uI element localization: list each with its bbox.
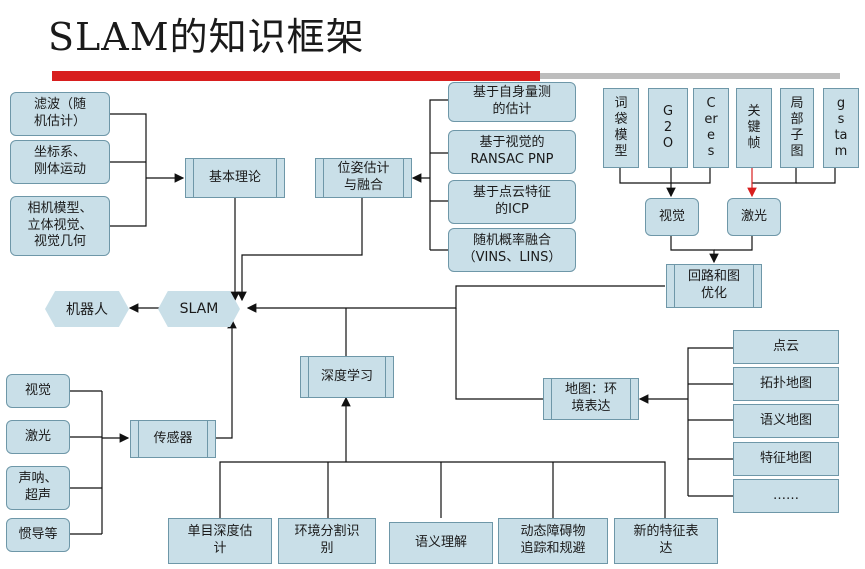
slide-title: SLAM的知识框架 (48, 15, 365, 59)
branch-laser: 激光 (727, 198, 781, 236)
deep-topic-label: 环境分割识 别 (294, 524, 360, 556)
sensor-input-label: 视觉 (24, 382, 51, 398)
tool-label: 词 袋 模 型 (614, 95, 628, 160)
tool-local-submap: 局 部 子 图 (780, 88, 814, 168)
tool-label: 关 键 帧 (747, 103, 761, 152)
branch-visual: 视觉 (645, 198, 699, 236)
map-type-semantic: 语义地图 (733, 404, 839, 438)
tool-bag-of-words: 词 袋 模 型 (603, 88, 639, 168)
deep-topic-label: 语义理解 (414, 534, 467, 550)
map-type-label: 语义地图 (759, 412, 812, 428)
map-type-feature: 特征地图 (733, 442, 839, 476)
tool-keyframe: 关 键 帧 (736, 88, 772, 168)
map-type-label: …… (773, 487, 799, 503)
deep-topic-segmentation: 环境分割识 别 (278, 518, 376, 564)
map-type-topological: 拓扑地图 (733, 367, 839, 401)
deep-learning-label: 深度学习 (320, 368, 373, 384)
node-sensors: 传感器 (130, 420, 216, 458)
map-type-label: 特征地图 (759, 450, 812, 466)
node-loop-graph-optimization: 回路和图 优化 (666, 264, 762, 308)
pose-input-label: 基于点云特征 的ICP (472, 185, 551, 217)
map-type-label: 点云 (772, 338, 799, 354)
node-deep-learning: 深度学习 (300, 356, 394, 398)
title-underline-red (52, 71, 540, 81)
deep-topic-label: 单目深度估 计 (187, 524, 253, 556)
deep-topic-new-features: 新的特征表 达 (614, 518, 718, 564)
node-robot: 机器人 (45, 291, 129, 327)
node-basic-theory: 基本理论 (185, 158, 285, 198)
pose-input-label: 随机概率融合 （VINS、LINS） (462, 233, 562, 265)
tool-label: gs ta m (834, 95, 848, 160)
pose-input-label: 基于自身量测 的估计 (472, 85, 551, 117)
pose-input-icp: 基于点云特征 的ICP (448, 180, 576, 224)
branch-visual-label: 视觉 (658, 208, 685, 224)
pose-input-fusion: 随机概率融合 （VINS、LINS） (448, 228, 576, 272)
sensor-input-label: 惯导等 (18, 526, 58, 542)
theory-input-label: 相机模型、 立体视觉、 视觉几何 (27, 200, 93, 250)
map-type-point-cloud: 点云 (733, 330, 839, 364)
deep-topic-dynamic-obstacles: 动态障碍物 追踪和规避 (498, 518, 608, 564)
theory-input-coordinates: 坐标系、 刚体运动 (10, 140, 110, 184)
sensor-input-sonar: 声呐、 超声 (6, 466, 70, 510)
pose-input-label: 基于视觉的 RANSAC PNP (470, 135, 554, 167)
tool-ceres: C er es (693, 88, 729, 168)
sensor-input-label: 激光 (24, 428, 51, 444)
sensor-input-vision: 视觉 (6, 374, 70, 408)
deep-topic-semantic: 语义理解 (389, 522, 493, 564)
tool-label: 局 部 子 图 (790, 95, 804, 160)
theory-input-label: 坐标系、 刚体运动 (33, 145, 86, 177)
pose-input-ransac-pnp: 基于视觉的 RANSAC PNP (448, 130, 576, 174)
node-pose-estimation: 位姿估计 与融合 (315, 158, 412, 198)
slam-label: SLAM (179, 301, 219, 317)
tool-label: C er es (704, 95, 718, 160)
sensor-input-inertial: 惯导等 (6, 518, 70, 552)
branch-laser-label: 激光 (740, 208, 767, 224)
map-representation-label: 地图：环 境表达 (564, 382, 617, 414)
theory-input-camera-models: 相机模型、 立体视觉、 视觉几何 (10, 196, 110, 256)
deep-topic-label: 新的特征表 达 (633, 524, 699, 556)
map-type-more: …… (733, 479, 839, 513)
deep-topic-label: 动态障碍物 追踪和规避 (520, 524, 586, 556)
sensor-input-label: 声呐、 超声 (18, 471, 58, 503)
tool-gstam: gs ta m (823, 88, 859, 168)
map-type-label: 拓扑地图 (759, 375, 812, 391)
tool-label: G 2 O (662, 103, 674, 152)
deep-topic-mono-depth: 单目深度估 计 (168, 518, 272, 564)
theory-input-label: 滤波（随 机估计） (33, 97, 86, 129)
title-underline-grey (540, 73, 840, 79)
robot-label: 机器人 (66, 302, 108, 318)
loop-optimization-label: 回路和图 优化 (687, 269, 740, 301)
pose-input-self-measurement: 基于自身量测 的估计 (448, 82, 576, 122)
tool-g2o: G 2 O (648, 88, 688, 168)
node-slam: SLAM (158, 291, 240, 327)
sensor-input-laser: 激光 (6, 420, 70, 454)
robot-shape (45, 291, 129, 327)
sensors-label: 传感器 (153, 430, 193, 446)
basic-theory-label: 基本理论 (208, 169, 261, 185)
theory-input-filtering: 滤波（随 机估计） (10, 92, 110, 136)
node-map-representation: 地图：环 境表达 (543, 378, 639, 420)
pose-estimation-label: 位姿估计 与融合 (337, 161, 390, 193)
slam-shape (158, 291, 240, 327)
